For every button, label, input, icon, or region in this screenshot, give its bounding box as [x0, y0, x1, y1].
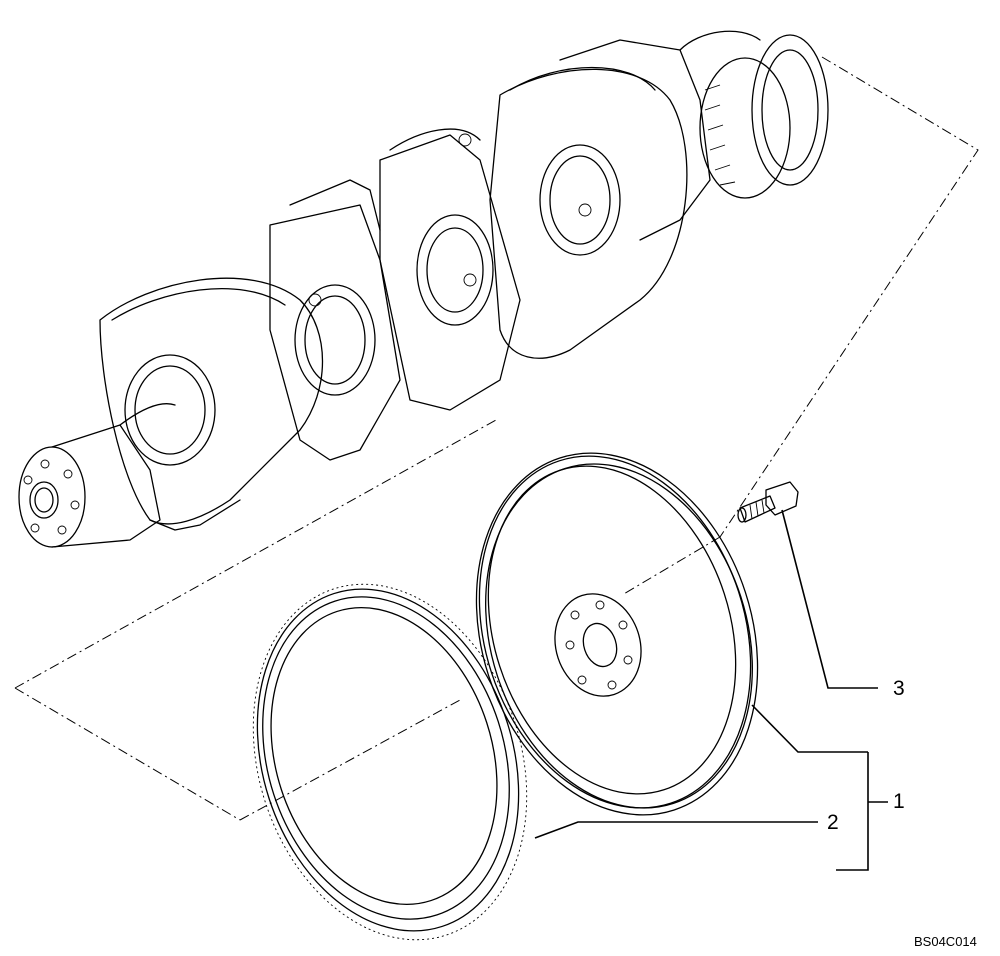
flywheel-bolt [737, 481, 799, 523]
assembly-plane-dashed [14, 56, 979, 821]
callout-2: 2 [827, 811, 839, 834]
figure-code: BS04C014 [914, 934, 977, 949]
ring-gear [252, 583, 528, 941]
callout-3: 3 [893, 677, 905, 700]
leader-lines [534, 509, 888, 871]
crankshaft [18, 30, 829, 548]
flywheel [475, 452, 759, 816]
callout-1: 1 [893, 790, 905, 813]
